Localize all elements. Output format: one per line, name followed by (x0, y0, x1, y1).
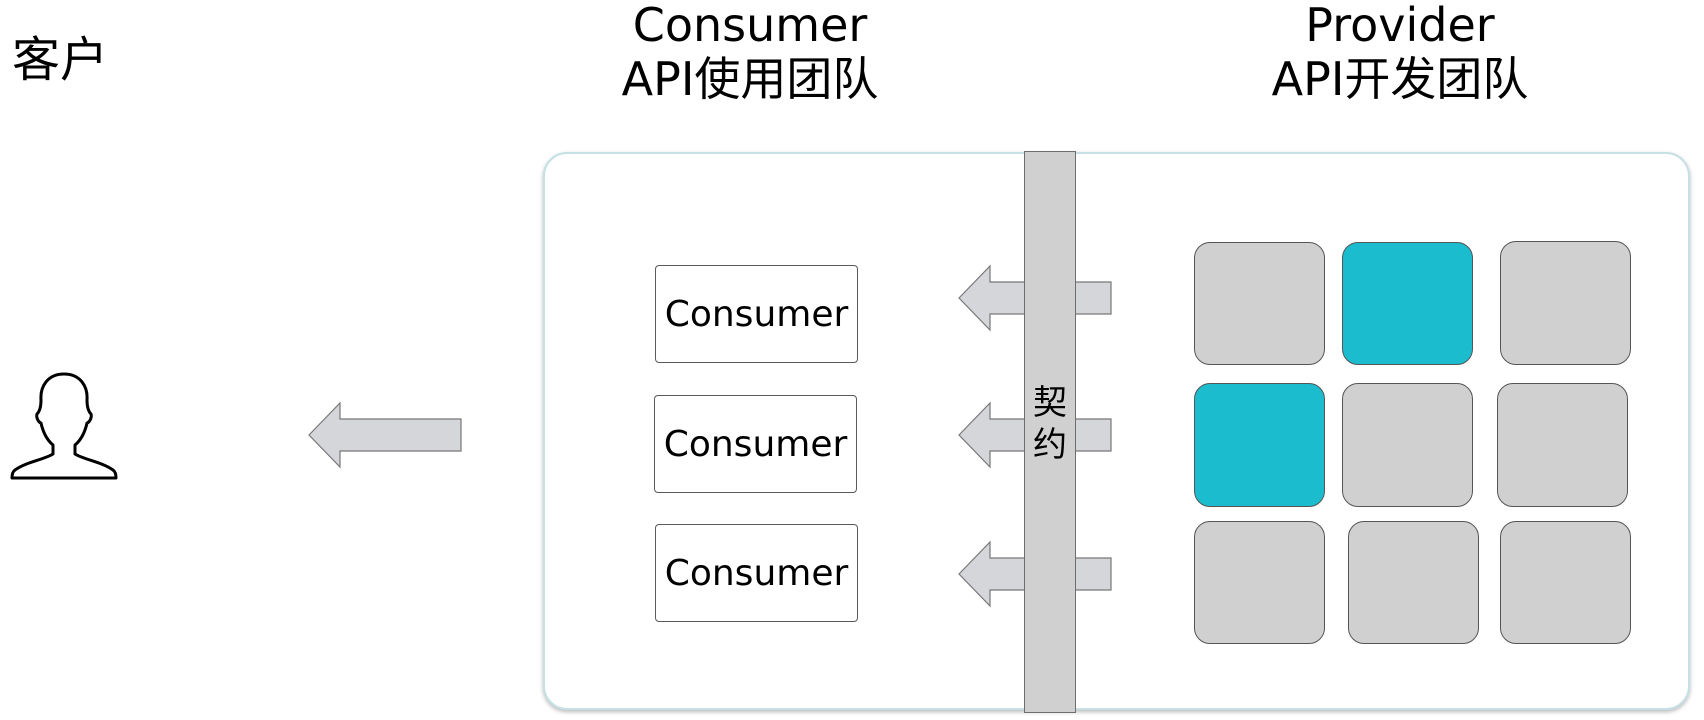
consumer-box: Consumer (654, 395, 857, 493)
provider-team-heading: Provider API开发团队 (1250, 0, 1550, 106)
service-tile (1500, 521, 1631, 644)
contract-label-char: 契 (1033, 383, 1067, 423)
service-tile (1348, 521, 1479, 644)
contract-label: 契 约 (1024, 382, 1076, 466)
arrow-to-customer (308, 401, 462, 469)
service-tile (1497, 383, 1628, 507)
service-tile (1194, 521, 1325, 644)
service-tile (1342, 242, 1473, 365)
consumer-box: Consumer (655, 265, 858, 363)
consumer-box: Consumer (655, 524, 858, 622)
consumer-team-heading: Consumer API使用团队 (600, 0, 900, 106)
service-tile (1342, 383, 1473, 507)
provider-team-title: Provider (1305, 0, 1495, 52)
contract-bar (1024, 151, 1076, 713)
service-tile (1500, 241, 1631, 365)
person-icon (10, 372, 118, 480)
consumer-team-subtitle: API使用团队 (621, 52, 879, 106)
service-tile (1194, 242, 1325, 365)
customer-label: 客户 (12, 32, 109, 88)
consumer-team-title: Consumer (632, 0, 868, 52)
provider-team-subtitle: API开发团队 (1271, 52, 1529, 106)
contract-label-char: 约 (1033, 425, 1067, 465)
service-tile (1194, 383, 1325, 507)
